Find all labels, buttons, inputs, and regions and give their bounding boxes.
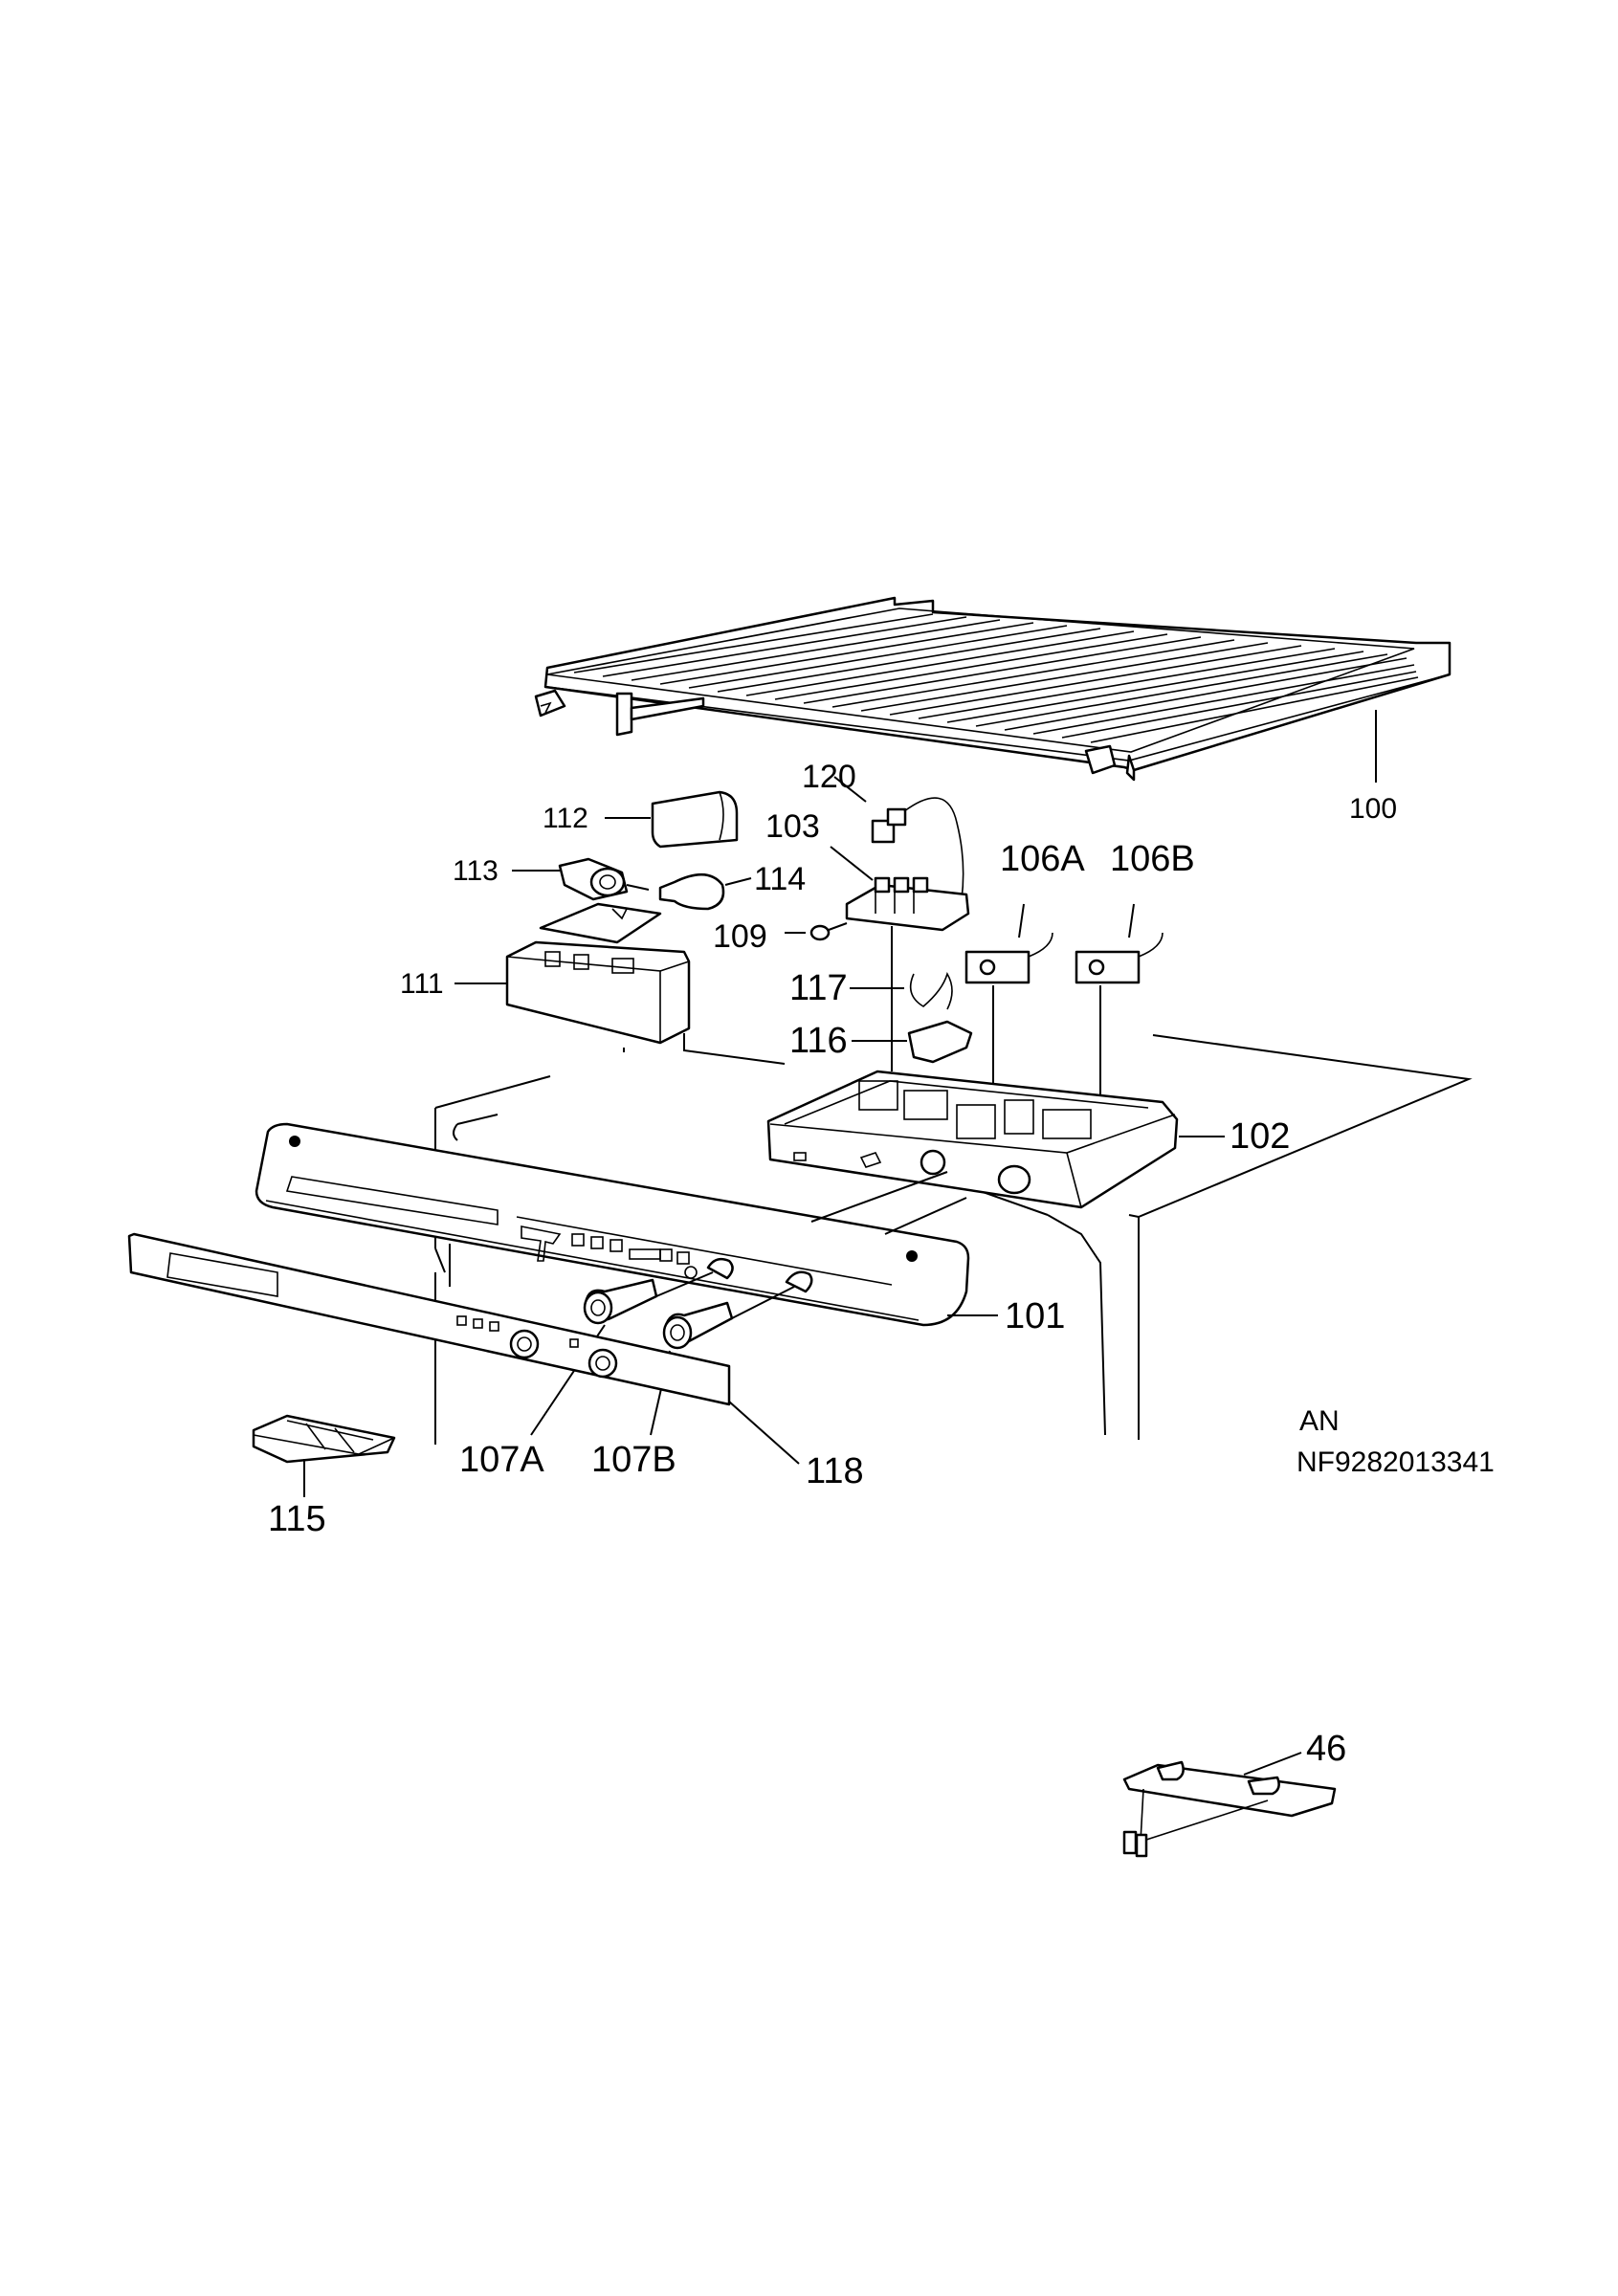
part-118-decor-strip	[127, 1232, 800, 1465]
label-100: 100	[1349, 793, 1397, 825]
label-103: 103	[765, 808, 820, 845]
part-109-screw	[785, 922, 848, 941]
shelf-ribs	[573, 613, 1419, 743]
part-101-control-panel	[255, 1122, 998, 1327]
part-106a-sensor	[964, 903, 1053, 1086]
part-103-control-block	[830, 846, 970, 932]
label-118: 118	[806, 1451, 864, 1491]
part-117-clip	[850, 972, 953, 1010]
label-107b: 107B	[591, 1440, 676, 1480]
part-111-lamp-housing	[454, 902, 786, 1065]
part-106b-sensor	[1075, 903, 1164, 1100]
part-112-lamp-cover	[605, 790, 739, 849]
part-113-lamp-holder	[512, 857, 650, 901]
document-number: NF9282013341	[1297, 1446, 1495, 1478]
variant-code: AN	[1299, 1405, 1340, 1437]
part-107b-knob	[650, 1286, 795, 1436]
part-100-top-shelf	[534, 596, 1452, 783]
label-115: 115	[268, 1499, 326, 1539]
label-102: 102	[1230, 1116, 1290, 1157]
label-113: 113	[453, 855, 499, 887]
label-114: 114	[754, 861, 806, 897]
label-101: 101	[1005, 1296, 1065, 1336]
label-111: 111	[400, 968, 444, 1000]
label-120: 120	[802, 759, 856, 795]
part-102-control-housing	[766, 1070, 1225, 1209]
part-46-bracket	[1122, 1752, 1337, 1858]
label-117: 117	[789, 968, 848, 1008]
label-116: 116	[789, 1021, 848, 1061]
label-106b: 106B	[1110, 839, 1195, 879]
part-114-bulb	[658, 873, 752, 911]
label-106a: 106A	[1000, 839, 1085, 879]
label-46: 46	[1306, 1729, 1346, 1769]
label-109: 109	[713, 918, 767, 955]
label-107a: 107A	[459, 1440, 544, 1480]
part-116-bracket	[852, 926, 973, 1071]
part-120-connector	[833, 776, 964, 900]
part-115-tray	[252, 1414, 396, 1497]
label-112: 112	[543, 803, 588, 834]
